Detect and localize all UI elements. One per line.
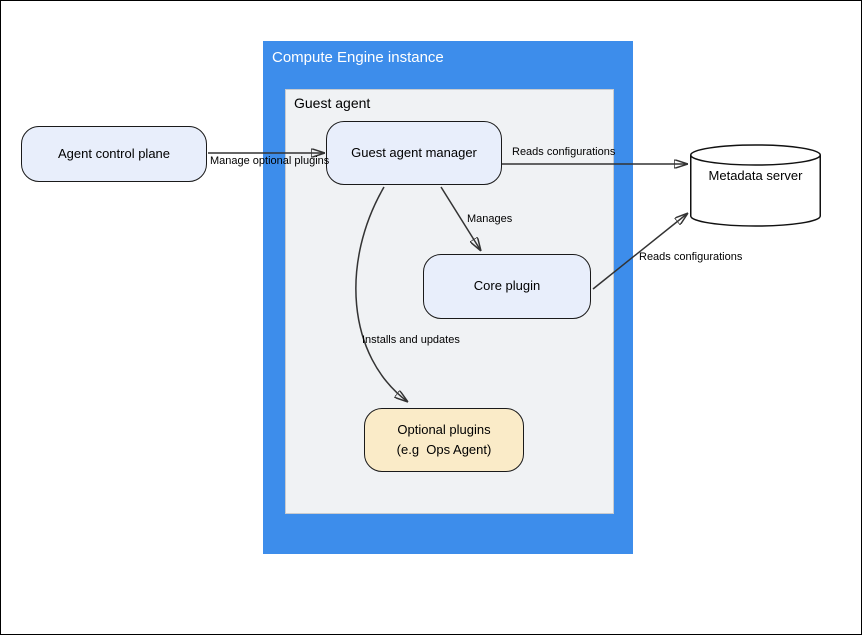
optional-plugins-label-line2: (e.g Ops Agent) (396, 442, 492, 457)
edge-label-reads-configurations-core: Reads configurations (639, 251, 743, 263)
metadata-server-node: Metadata server (690, 144, 821, 228)
compute-engine-instance-title: Compute Engine instance (272, 49, 444, 66)
core-plugin-node: Core plugin (423, 254, 591, 319)
metadata-server-label: Metadata server (708, 168, 803, 183)
guest-agent-manager-node: Guest agent manager (326, 121, 502, 185)
optional-plugins-node: Optional plugins (e.g Ops Agent) (364, 408, 524, 472)
edge-label-installs-and-updates: Installs and updates (362, 334, 460, 346)
guest-agent-title: Guest agent (294, 95, 371, 111)
cylinder-icon (690, 144, 821, 227)
edge-label-reads-configurations-manager: Reads configurations (512, 146, 616, 158)
edge-label-manages: Manages (467, 213, 513, 225)
agent-control-plane-node: Agent control plane (21, 126, 207, 182)
core-plugin-label: Core plugin (473, 278, 541, 294)
guest-agent-manager-label: Guest agent manager (351, 144, 477, 160)
edge-label-manage-optional-plugins: Manage optional plugins (210, 155, 330, 167)
optional-plugins-label-line1: Optional plugins (397, 421, 491, 437)
agent-control-plane-label: Agent control plane (57, 145, 171, 161)
